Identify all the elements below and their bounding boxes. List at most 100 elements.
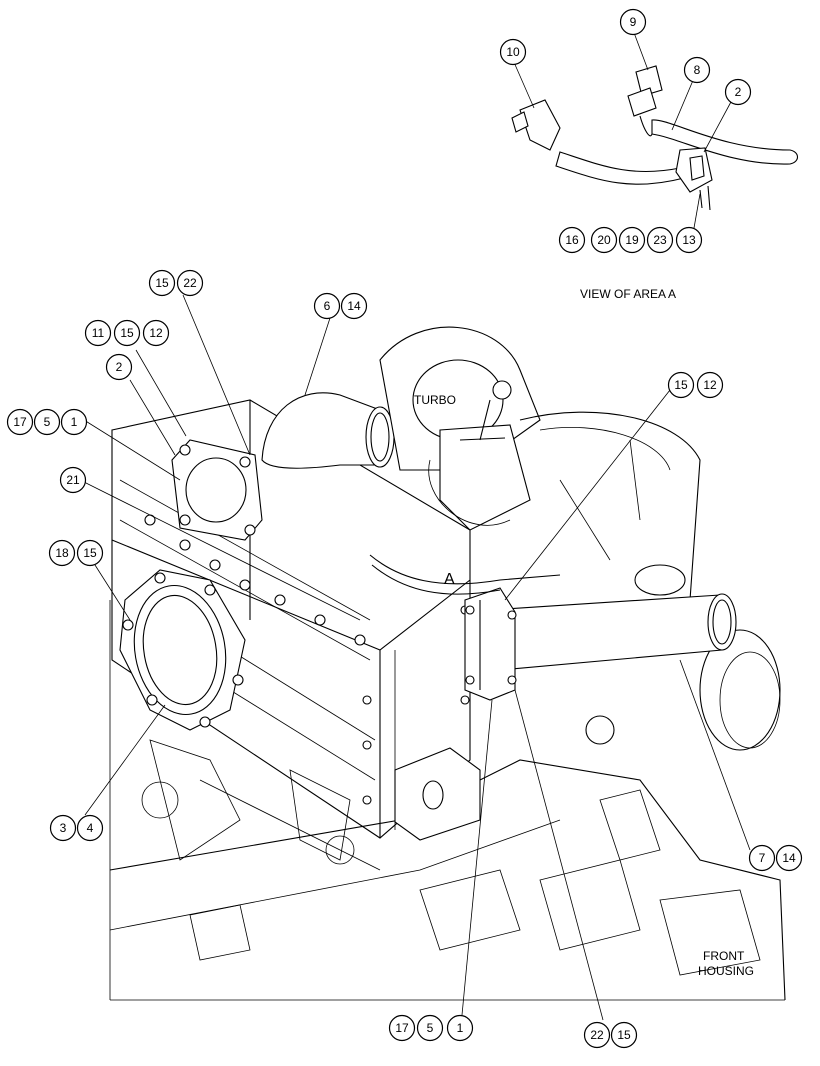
callout-c5a: 5 — [33, 408, 61, 436]
callout-circle — [590, 226, 618, 254]
callout-c14a: 14 — [340, 292, 368, 320]
callout-circle — [416, 1014, 444, 1042]
callout-c15d: 15 — [76, 539, 104, 567]
callout-circle — [683, 56, 711, 84]
callout-circle — [619, 8, 647, 36]
callout-c9: 9 — [619, 8, 647, 36]
callout-c16: 16 — [558, 226, 586, 254]
callout-c7: 7 — [748, 844, 776, 872]
callout-number: 11 — [92, 326, 105, 340]
front-housing-label-line1: FRONT — [703, 949, 745, 963]
callout-c21: 21 — [59, 466, 87, 494]
callout-c1b: 1 — [446, 1014, 474, 1042]
callout-c15e: 15 — [610, 1021, 638, 1049]
callout-circle — [60, 408, 88, 436]
callout-number: 2 — [116, 360, 123, 374]
callout-c23: 23 — [646, 226, 674, 254]
callout-c22b: 22 — [583, 1021, 611, 1049]
callout-number: 1 — [457, 1021, 464, 1035]
callout-number: 10 — [506, 45, 520, 59]
callout-circle — [6, 408, 34, 436]
callout-circle — [48, 539, 76, 567]
callout-circle — [388, 1014, 416, 1042]
callout-circle — [667, 371, 695, 399]
callout-c17a: 17 — [6, 408, 34, 436]
callout-circle — [176, 269, 204, 297]
engine-main-view — [83, 294, 786, 1021]
turbo-label: TURBO — [414, 393, 456, 407]
callout-circle — [558, 226, 586, 254]
area-a-marker: A — [444, 571, 455, 588]
callout-c15b: 15 — [113, 319, 141, 347]
callout-number: 2 — [735, 85, 742, 99]
callout-number: 22 — [590, 1028, 604, 1042]
callout-circle — [76, 814, 104, 842]
callout-c20: 20 — [590, 226, 618, 254]
callout-c3: 3 — [49, 814, 77, 842]
callout-circle — [646, 226, 674, 254]
callout-number: 15 — [120, 326, 134, 340]
callout-number: 12 — [149, 326, 163, 340]
callout-c17b: 17 — [388, 1014, 416, 1042]
callout-c18: 18 — [48, 539, 76, 567]
callout-number: 16 — [565, 233, 579, 247]
callout-number: 17 — [395, 1021, 409, 1035]
callout-number: 8 — [694, 63, 701, 77]
callout-circle — [618, 226, 646, 254]
callout-circle — [113, 319, 141, 347]
callout-circle — [583, 1021, 611, 1049]
callout-number: 20 — [597, 233, 611, 247]
callout-number: 15 — [674, 378, 688, 392]
callout-number: 13 — [682, 233, 696, 247]
callout-circle — [105, 353, 133, 381]
callout-c12a: 12 — [142, 319, 170, 347]
callout-number: 17 — [13, 415, 27, 429]
callout-number: 1 — [71, 415, 78, 429]
callout-circle — [775, 844, 803, 872]
callout-c2b: 2 — [105, 353, 133, 381]
callout-number: 15 — [83, 546, 97, 560]
callout-c15c: 15 — [667, 371, 695, 399]
callout-circle — [59, 466, 87, 494]
callout-circle — [49, 814, 77, 842]
callout-c11: 11 — [84, 319, 112, 347]
callout-number: 6 — [324, 299, 331, 313]
callout-circle — [675, 226, 703, 254]
callout-circle — [76, 539, 104, 567]
callout-number: 18 — [55, 546, 69, 560]
callout-number: 5 — [44, 415, 51, 429]
callout-number: 15 — [155, 276, 169, 290]
callout-circle — [313, 292, 341, 320]
callout-c15a: 15 — [148, 269, 176, 297]
callout-c13: 13 — [675, 226, 703, 254]
callout-c4: 4 — [76, 814, 104, 842]
callout-number: 19 — [625, 233, 639, 247]
callout-c14b: 14 — [775, 844, 803, 872]
callout-circle — [696, 371, 724, 399]
callout-number: 9 — [630, 15, 637, 29]
callout-circle — [499, 38, 527, 66]
area-a-inset — [511, 29, 799, 229]
callout-circle — [748, 844, 776, 872]
callout-circle — [610, 1021, 638, 1049]
callout-number: 3 — [60, 821, 67, 835]
callout-c8: 8 — [683, 56, 711, 84]
callout-c22a: 22 — [176, 269, 204, 297]
callout-number: 5 — [427, 1021, 434, 1035]
callout-c5b: 5 — [416, 1014, 444, 1042]
callout-number: 7 — [759, 851, 766, 865]
callout-circle — [84, 319, 112, 347]
callout-number: 14 — [347, 299, 361, 313]
callout-c19: 19 — [618, 226, 646, 254]
callout-number: 4 — [87, 821, 94, 835]
front-housing-label-line2: HOUSING — [698, 964, 754, 978]
callout-circle — [142, 319, 170, 347]
callout-circle — [33, 408, 61, 436]
callout-number: 21 — [66, 473, 80, 487]
view-of-area-a-label: VIEW OF AREA A — [580, 287, 676, 301]
callout-circle — [724, 78, 752, 106]
callout-circle — [446, 1014, 474, 1042]
callout-number: 15 — [617, 1028, 631, 1042]
